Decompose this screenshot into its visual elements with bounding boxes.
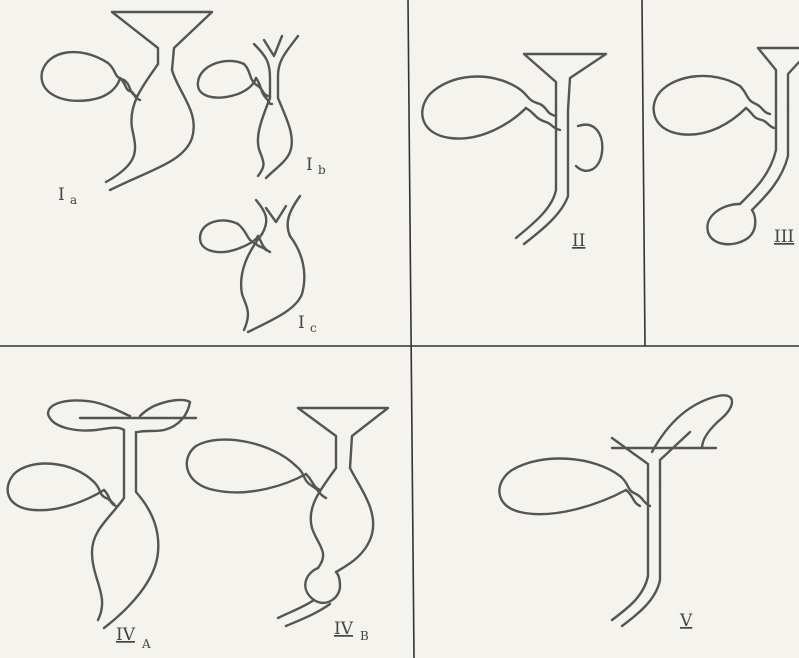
cystic-duct-ia — [108, 63, 140, 100]
panel-ib-drawing — [198, 36, 298, 178]
cystic-duct-ivb — [296, 466, 326, 498]
distal-cyst-ivb — [305, 568, 340, 603]
gallbladder-ic — [200, 220, 258, 252]
panel-iva-drawing — [8, 400, 196, 628]
label-ivb-sub: B — [360, 629, 369, 643]
divider-vertical-right — [642, 0, 645, 346]
label-ii: II — [572, 231, 585, 251]
label-ic-numeral: I — [298, 313, 305, 333]
gallbladder-iii — [654, 76, 746, 135]
diverticulum-ii — [576, 125, 602, 171]
intrahepatic-cyst-right-iva — [138, 400, 190, 432]
label-v-numeral: V — [679, 611, 693, 631]
cyst-ib — [258, 98, 292, 178]
label-iii: III — [774, 227, 794, 247]
panel-v-drawing — [499, 395, 732, 626]
hepatic-duct-iii — [758, 48, 799, 106]
label-ib-numeral: I — [306, 155, 313, 175]
cystic-duct-iii — [740, 86, 774, 128]
label-ivb: IV B — [334, 619, 369, 643]
gallbladder-v — [499, 459, 626, 515]
cyst-ivb — [311, 468, 373, 572]
intrahepatic-cyst-left-iva — [48, 401, 130, 431]
label-iii-numeral: III — [774, 227, 794, 247]
label-iva: IV A — [116, 625, 151, 651]
label-ic-sub: c — [310, 321, 317, 335]
hepatic-duct-ia — [112, 12, 212, 70]
gallbladder-ia — [42, 52, 120, 101]
label-ia-sub: a — [70, 193, 77, 207]
label-v: V — [679, 611, 693, 631]
label-ib-sub: b — [318, 163, 326, 177]
hepatic-duct-v — [612, 432, 690, 482]
hepatic-duct-ivb — [298, 408, 388, 468]
cyst-ic — [241, 234, 304, 332]
label-ivb-numeral: IV — [334, 619, 354, 639]
label-ii-numeral: II — [572, 231, 585, 251]
panel-ii-drawing — [422, 54, 606, 244]
cyst-iva — [92, 430, 158, 628]
label-iva-sub: A — [141, 637, 151, 651]
label-ib: I b — [306, 155, 326, 177]
panel-ia-drawing — [42, 12, 212, 190]
label-ia-numeral: I — [58, 185, 65, 205]
cystic-duct-ib — [244, 64, 272, 104]
panel-iii-drawing — [654, 48, 799, 244]
gallbladder-ivb — [187, 440, 306, 493]
panel-ic-drawing — [200, 196, 304, 332]
gallbladder-iva — [8, 464, 104, 511]
label-iva-numeral: IV — [116, 625, 136, 645]
label-ia: I a — [58, 185, 77, 207]
intrahepatic-cyst-v — [652, 395, 732, 452]
divider-vertical-left — [408, 0, 414, 658]
label-ic: I c — [298, 313, 317, 335]
choledochocele-iii — [707, 204, 755, 244]
hepatic-duct-ic — [256, 196, 300, 236]
panel-ivb-drawing — [187, 408, 388, 626]
gallbladder-ii — [422, 77, 526, 139]
